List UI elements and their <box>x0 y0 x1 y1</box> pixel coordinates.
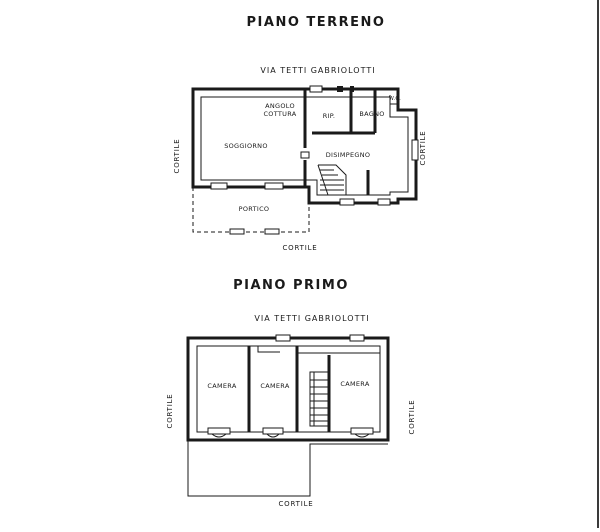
room-rip: RIP. <box>323 112 336 120</box>
window-camera-2 <box>262 427 284 435</box>
ground-floor-street-label: VIA TETTI GABRIOLOTTI <box>260 66 375 75</box>
room-angolo-1: ANGOLO <box>265 102 295 110</box>
window-right <box>411 139 419 161</box>
room-disimpegno: DISIMPEGNO <box>326 151 371 159</box>
window-disimpegno-2 <box>377 198 391 206</box>
window-soggiorno-1 <box>210 182 228 190</box>
portico-outline <box>192 187 310 233</box>
window-rip <box>309 85 323 93</box>
door-jamb <box>300 151 310 159</box>
room-camera-3: CAMERA <box>340 380 369 388</box>
window-swing-marks <box>211 433 370 438</box>
window-disimpegno <box>339 198 355 206</box>
wc-partition <box>389 95 398 117</box>
portico-pillar-2 <box>264 228 280 235</box>
window-top-1 <box>275 334 291 342</box>
sheet-edge-line <box>597 0 599 528</box>
window-bagno-2 <box>350 86 354 92</box>
first-floor-outer-wall <box>186 336 390 442</box>
first-floor-terrace <box>187 440 388 497</box>
ground-floor-plan: SOGGIORNO ANGOLO COTTURA RIP. BAGNO W.C.… <box>191 85 419 235</box>
window-bagno <box>337 86 343 92</box>
first-cortile-left: CORTILE <box>166 393 174 428</box>
first-floor-plan: CAMERA CAMERA CAMERA <box>186 334 390 497</box>
room-camera-1: CAMERA <box>207 382 236 390</box>
door-camera-2 <box>257 346 280 353</box>
first-floor-inner-wall <box>196 345 381 433</box>
room-soggiorno: SOGGIORNO <box>224 142 268 150</box>
window-camera-1 <box>207 427 231 435</box>
room-wc: W.C. <box>389 96 401 102</box>
ground-cortile-right: CORTILE <box>419 130 427 165</box>
room-portico: PORTICO <box>239 205 270 213</box>
ground-floor-stairs <box>317 164 347 196</box>
first-floor-title: PIANO PRIMO <box>233 278 349 293</box>
ground-cortile-left: CORTILE <box>173 138 181 173</box>
first-floor-street-label: VIA TETTI GABRIOLOTTI <box>254 314 369 323</box>
first-cortile-bottom: CORTILE <box>278 500 313 508</box>
ground-cortile-bottom: CORTILE <box>282 244 317 252</box>
window-soggiorno-2 <box>264 182 284 190</box>
first-floor-stairs <box>309 371 329 427</box>
ground-floor-title: PIANO TERRENO <box>247 15 386 30</box>
first-cortile-right: CORTILE <box>408 399 416 434</box>
room-camera-2: CAMERA <box>260 382 289 390</box>
window-camera-3 <box>350 427 374 435</box>
window-top-2 <box>349 334 365 342</box>
room-angolo-2: COTTURA <box>263 110 296 118</box>
room-bagno: BAGNO <box>359 110 384 118</box>
portico-pillar-1 <box>229 228 245 235</box>
